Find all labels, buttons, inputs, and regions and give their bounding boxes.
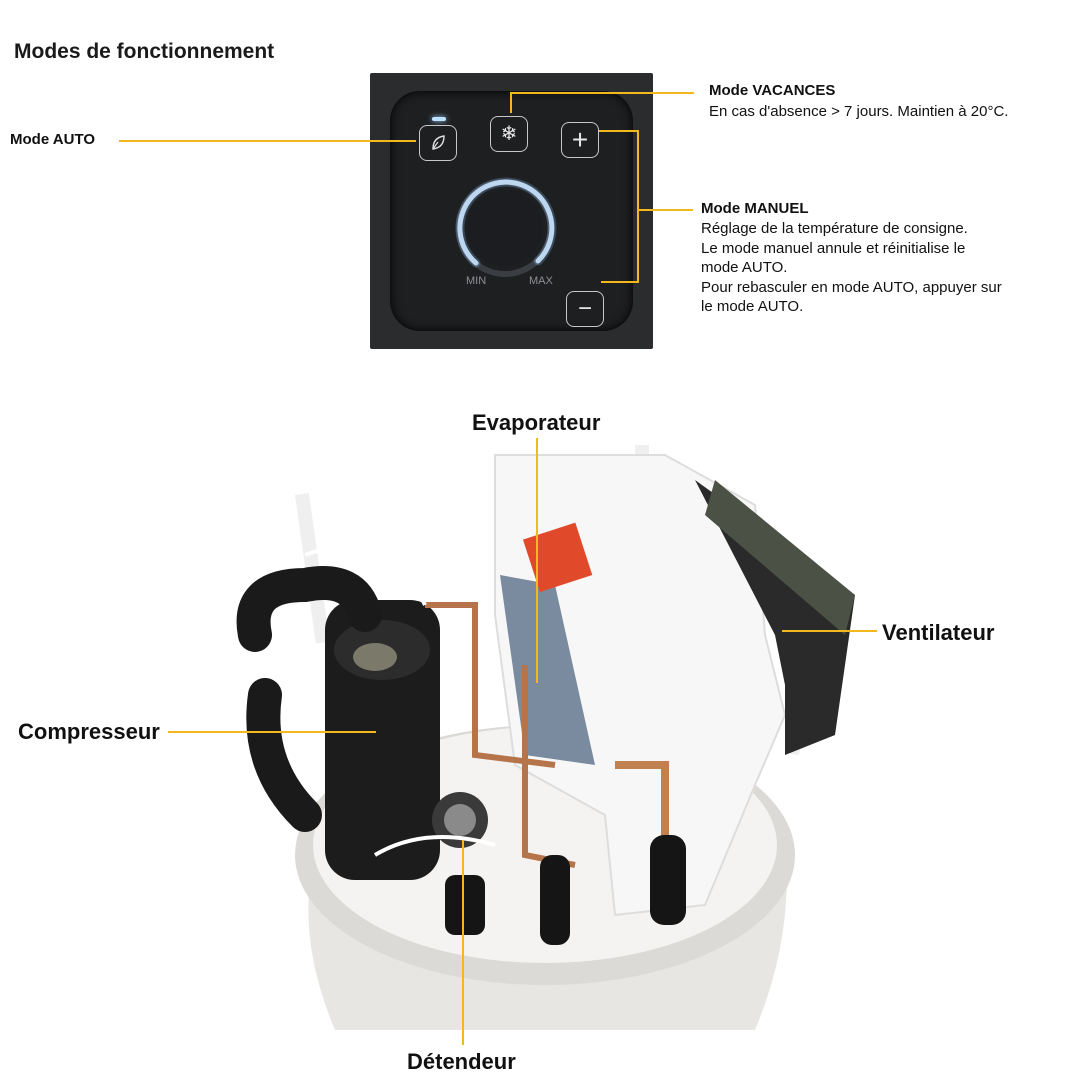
compresseur-leader — [168, 731, 376, 733]
plus-icon: + — [571, 124, 589, 155]
control-panel: ❄ + − MIN MAX — [370, 73, 653, 349]
heat-pump-photo — [236, 445, 855, 1030]
auto-mode-key — [419, 125, 457, 161]
mode-auto-label: Mode AUTO — [10, 131, 95, 148]
mode-manuel-line: Pour rebasculer en mode AUTO, appuyer su… — [701, 278, 1002, 296]
mode-manuel-line: Réglage de la température de consigne. — [701, 220, 968, 237]
leaf-icon — [432, 135, 445, 150]
mode-manuel-line: Le mode manuel annule et réinitialise le — [701, 239, 966, 257]
detendeur-label: Détendeur — [407, 1049, 516, 1074]
temperature-dial — [455, 177, 557, 277]
mode-manuel-bracket-vertical — [637, 130, 639, 282]
mode-manuel-line: le mode AUTO. — [701, 298, 804, 315]
evaporateur-label: Evaporateur — [472, 410, 601, 435]
dial-min-label: MIN — [466, 275, 487, 287]
mode-vacances-leader-h — [510, 92, 694, 94]
mode-vacances-title: Mode VACANCES — [709, 82, 836, 99]
ventilateur-leader — [782, 630, 877, 632]
ventilateur-label: Ventilateur — [882, 620, 995, 645]
mode-auto-leader — [119, 140, 416, 142]
minus-icon: − — [577, 295, 592, 322]
evaporateur-leader — [536, 438, 538, 683]
mode-manuel-bracket-top — [599, 130, 639, 132]
mode-manuel-line: mode AUTO. — [701, 259, 788, 276]
mode-vacances-description: En cas d'absence > 7 jours. Maintien à 2… — [709, 103, 1009, 120]
page-title: Modes de fonctionnement — [14, 40, 275, 63]
mode-vacances-leader-v — [510, 93, 512, 113]
vacances-mode-key: ❄ — [490, 116, 528, 152]
detendeur-leader — [462, 840, 464, 1045]
control-panel-face: ❄ + − MIN MAX — [390, 91, 633, 331]
mode-manuel-description: Réglage de la température de consigne. L… — [701, 219, 1071, 317]
minus-key: − — [566, 291, 604, 327]
mode-manuel-title: Mode MANUEL — [701, 200, 809, 217]
snowflake-icon: ❄ — [500, 123, 518, 145]
plus-key: + — [561, 122, 599, 158]
mode-manuel-leader — [639, 209, 693, 211]
dial-max-label: MAX — [529, 275, 553, 287]
auto-led-indicator — [432, 117, 446, 121]
compresseur-label: Compresseur — [18, 719, 160, 744]
mode-manuel-bracket-bottom — [601, 281, 639, 283]
